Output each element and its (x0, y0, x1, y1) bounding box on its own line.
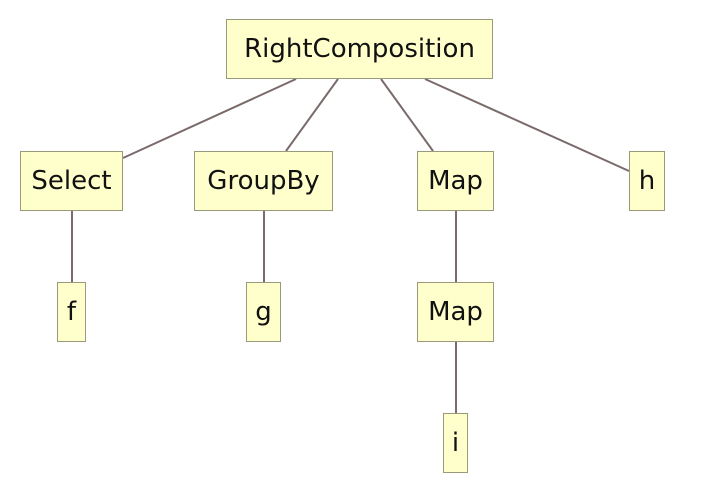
node-f: f (57, 282, 86, 342)
node-h: h (629, 151, 665, 211)
node-i: i (443, 413, 468, 473)
edge-root-groupby (285, 78, 339, 152)
edge-root-h (424, 78, 630, 172)
node-select: Select (20, 151, 123, 211)
node-g: g (246, 282, 281, 342)
node-groupby: GroupBy (194, 151, 333, 211)
node-map: Map (417, 151, 494, 211)
edge-root-select (122, 78, 297, 159)
edge-root-map (380, 78, 434, 152)
node-map-child: Map (417, 282, 494, 342)
node-rightcomposition: RightComposition (226, 19, 493, 79)
